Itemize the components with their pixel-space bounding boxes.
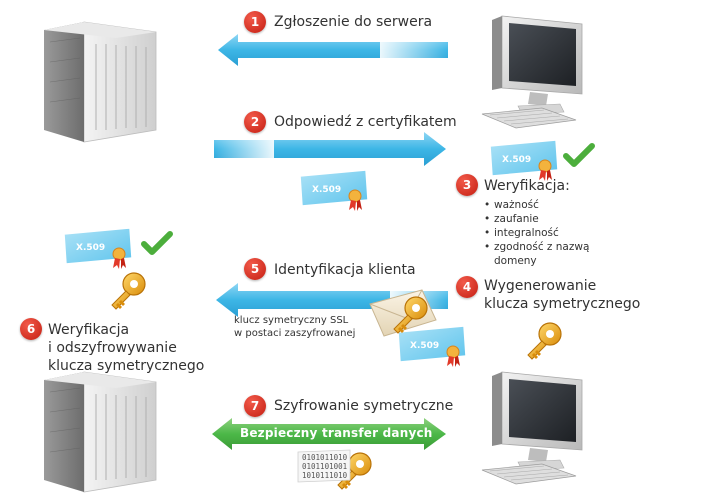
verification-item: integralność xyxy=(484,226,604,240)
certificate-icon xyxy=(397,325,467,368)
step-4-label-line1: Wygenerowanie xyxy=(484,278,597,294)
arrow-step-2 xyxy=(214,132,446,166)
secure-transfer-arrow xyxy=(212,418,446,450)
step-1-badge: 1 xyxy=(244,11,266,33)
verification-item: ważność xyxy=(484,198,604,212)
computer-icon xyxy=(481,371,583,485)
step-6-badge: 6 xyxy=(20,318,42,340)
certificate-icon xyxy=(63,227,133,270)
binary-line: 0101011010 xyxy=(302,453,348,462)
server-icon xyxy=(43,21,157,143)
step-6-label-line2: i odszyfrowywanie xyxy=(48,340,177,356)
step-6-label-line1: Weryfikacja xyxy=(48,322,130,338)
step-5-badge: 5 xyxy=(244,258,266,280)
certificate-icon xyxy=(489,139,559,182)
step-1-label: Zgłoszenie do serwera xyxy=(274,14,433,30)
secure-transfer-label: Bezpieczny transfer danych xyxy=(240,426,433,440)
checkmark-icon xyxy=(566,146,592,164)
step-3-label: Weryfikacja: xyxy=(484,178,570,194)
step-4-label-line2: klucza symetrycznego xyxy=(484,296,641,312)
step-2-badge: 2 xyxy=(244,111,266,133)
binary-line: 1010111010 xyxy=(302,471,348,480)
verification-item: zgodność z nazwą domeny xyxy=(484,240,604,268)
step-3-badge: 3 xyxy=(456,174,478,196)
step-2-label: Odpowiedź z certyfikatem xyxy=(274,114,457,130)
encrypted-key-note-line1: klucz symetryczny SSL xyxy=(234,315,349,326)
step-6-label-line3: klucza symetrycznego xyxy=(48,358,205,374)
encrypted-key-note-line2: w postaci zaszyfrowanej xyxy=(234,328,356,339)
arrow-step-1 xyxy=(218,34,448,66)
step-7-badge: 7 xyxy=(244,395,266,417)
binary-line: 0101101001 xyxy=(302,462,347,471)
binary-data-icon: 0101011010 0101101001 1010111010 xyxy=(297,449,351,483)
verification-list: ważność zaufanie integralność zgodność z… xyxy=(484,198,604,268)
key-icon xyxy=(527,322,562,360)
key-icon xyxy=(111,272,146,310)
step-4-badge: 4 xyxy=(456,276,478,298)
server-icon xyxy=(43,371,157,493)
verification-item: zaufanie xyxy=(484,212,604,226)
certificate-icon xyxy=(299,169,369,212)
step-5-label: Identyfikacja klienta xyxy=(274,262,416,278)
checkmark-icon xyxy=(144,234,170,252)
step-7-label: Szyfrowanie symetryczne xyxy=(274,398,454,414)
computer-icon xyxy=(481,15,583,129)
